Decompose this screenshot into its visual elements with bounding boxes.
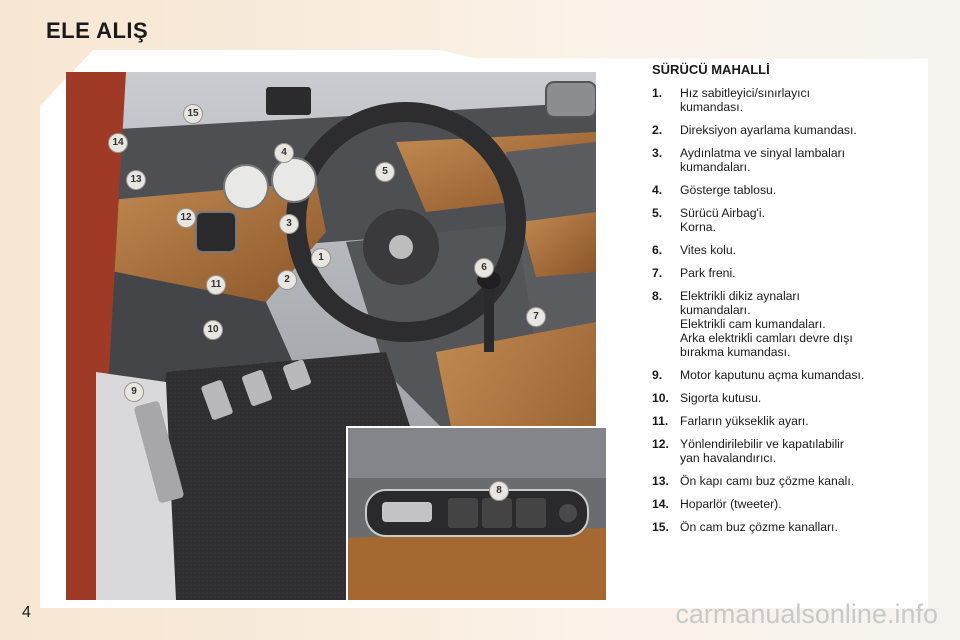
callout-10: 10 <box>203 320 223 340</box>
callout-12: 12 <box>176 208 196 228</box>
legend-item-text: Vites kolu. <box>680 243 737 257</box>
legend-item: 3. Aydınlatma ve sinyal lambaları kumanda… <box>652 146 922 174</box>
legend-item-text: Sigorta kutusu. <box>680 391 762 405</box>
legend-item-number: 5. <box>652 206 663 220</box>
legend-item: 1. Hız sabitleyici/sınırlayıcı kumandası. <box>652 86 922 114</box>
legend-item-number: 4. <box>652 183 663 197</box>
callout-2: 2 <box>277 270 297 290</box>
legend-item-number: 9. <box>652 368 663 382</box>
legend-item: 12. Yönlendirilebilir ve kapatılabilir ya… <box>652 437 922 465</box>
legend-item-number: 6. <box>652 243 663 257</box>
legend-item-text: Yönlendirilebilir ve kapatılabilir yan h… <box>680 437 844 465</box>
legend-item: 8. Elektrikli dikiz aynaları kumandaları.… <box>652 289 922 359</box>
legend-item-text: Farların yükseklik ayarı. <box>680 414 809 428</box>
callout-6: 6 <box>474 258 494 278</box>
callout-15: 15 <box>183 104 203 124</box>
cockpit-drawing <box>66 72 596 600</box>
legend-item: 15. Ön cam buz çözme kanalları. <box>652 520 922 534</box>
legend-item: 7. Park freni. <box>652 266 922 280</box>
door-switch-inset <box>346 426 608 602</box>
legend-item-number: 13. <box>652 474 669 488</box>
legend-item-number: 14. <box>652 497 669 511</box>
legend-item-text: Park freni. <box>680 266 736 280</box>
callout-5: 5 <box>375 162 395 182</box>
legend-item: 6. Vites kolu. <box>652 243 922 257</box>
callout-11: 11 <box>206 275 226 295</box>
legend-item-text: Hız sabitleyici/sınırlayıcı kumandası. <box>680 86 811 114</box>
legend-item-number: 11. <box>652 414 669 428</box>
page-title: ELE ALIŞ <box>46 18 149 43</box>
callout-7: 7 <box>526 307 546 327</box>
legend-item-text: Motor kaputunu açma kumandası. <box>680 368 865 382</box>
legend-item: 13. Ön kapı camı buz çözme kanalı. <box>652 474 922 488</box>
legend-item-number: 3. <box>652 146 663 160</box>
callout-14: 14 <box>108 133 128 153</box>
callout-13: 13 <box>126 170 146 190</box>
legend-item: 5. Sürücü Airbag'i. Korna. <box>652 206 922 234</box>
legend-item-number: 2. <box>652 123 663 137</box>
legend-item: 2. Direksiyon ayarlama kumandası. <box>652 123 922 137</box>
door-switch-drawing <box>348 428 606 600</box>
legend-panel: SÜRÜCÜ MAHALLİ 1. Hız sabitleyici/sınırla… <box>652 62 922 543</box>
page-number: 4 <box>22 604 31 621</box>
legend-item-text: Aydınlatma ve sinyal lambaları kumandala… <box>680 146 846 174</box>
legend-item-number: 15. <box>652 520 669 534</box>
legend-item-text: Ön cam buz çözme kanalları. <box>680 520 838 534</box>
legend-heading: SÜRÜCÜ MAHALLİ <box>652 62 770 77</box>
legend-item: 4. Gösterge tablosu. <box>652 183 922 197</box>
legend-item: 9. Motor kaputunu açma kumandası. <box>652 368 922 382</box>
legend-item-text: Gösterge tablosu. <box>680 183 777 197</box>
legend-item-number: 7. <box>652 266 663 280</box>
callout-3: 3 <box>279 214 299 234</box>
watermark: carmanualsonline.info <box>675 599 938 629</box>
legend-item-text: Sürücü Airbag'i. Korna. <box>680 206 765 234</box>
legend-item-number: 10. <box>652 391 669 405</box>
legend-item: 14. Hoparlör (tweeter). <box>652 497 922 511</box>
legend-item-text: Direksiyon ayarlama kumandası. <box>680 123 857 137</box>
legend-item: 11. Farların yükseklik ayarı. <box>652 414 922 428</box>
callout-9: 9 <box>124 382 144 402</box>
legend-list: 1. Hız sabitleyici/sınırlayıcı kumandası.… <box>652 86 922 534</box>
cockpit-illustration <box>66 72 596 600</box>
legend-item-number: 1. <box>652 86 663 100</box>
callout-1: 1 <box>311 248 331 268</box>
legend-item: 10. Sigorta kutusu. <box>652 391 922 405</box>
callout-8: 8 <box>489 481 509 501</box>
legend-item-text: Elektrikli dikiz aynaları kumandaları. E… <box>680 289 853 359</box>
legend-item-text: Hoparlör (tweeter). <box>680 497 782 511</box>
legend-item-number: 8. <box>652 289 663 303</box>
callout-4: 4 <box>274 143 294 163</box>
legend-item-text: Ön kapı camı buz çözme kanalı. <box>680 474 855 488</box>
legend-item-number: 12. <box>652 437 669 451</box>
